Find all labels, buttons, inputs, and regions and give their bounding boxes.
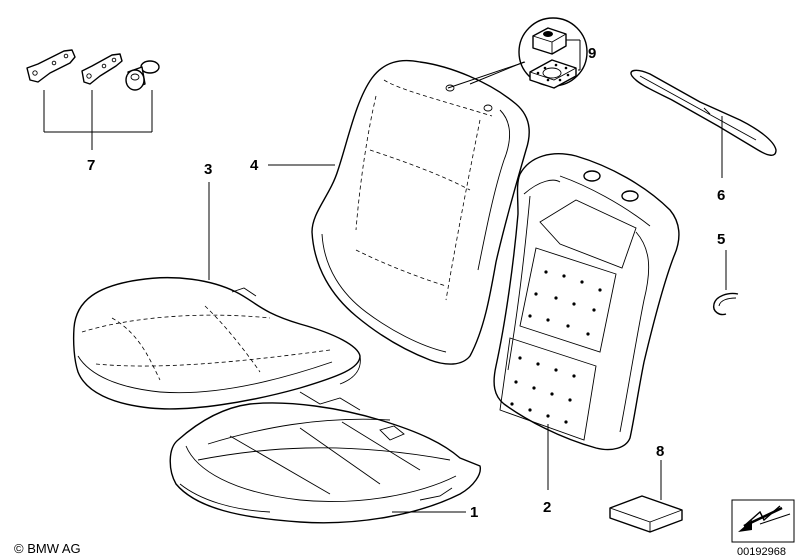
callout-1: 1	[470, 504, 478, 521]
callout-8: 8	[656, 443, 664, 460]
foam-block-part	[609, 495, 683, 533]
grommet-insert-part	[447, 17, 588, 89]
callout-2: 2	[543, 499, 551, 516]
callout-7-bracket	[43, 90, 153, 150]
backrest-cover-part	[311, 59, 530, 365]
image-id-text: 00192968	[737, 546, 786, 558]
bracket-part-right	[81, 53, 123, 85]
callout-6: 6	[717, 187, 725, 204]
callout-7: 7	[87, 157, 95, 174]
copyright-text: © BMW AG	[14, 541, 81, 556]
callout-5: 5	[717, 231, 725, 248]
callout-9-bracket	[566, 39, 581, 71]
arrow-icon	[731, 499, 795, 543]
clip-ring-part	[712, 292, 739, 316]
callout-9: 9	[588, 45, 596, 62]
backrest-padding-part	[493, 153, 680, 451]
callout-3: 3	[204, 161, 212, 178]
wire-cable-part	[630, 69, 777, 156]
bracket-part-left	[26, 49, 76, 83]
callout-4: 4	[250, 157, 259, 174]
seat-frame-part	[169, 391, 481, 524]
clip-screw-part	[125, 60, 160, 91]
seat-cushion-part	[72, 276, 361, 410]
